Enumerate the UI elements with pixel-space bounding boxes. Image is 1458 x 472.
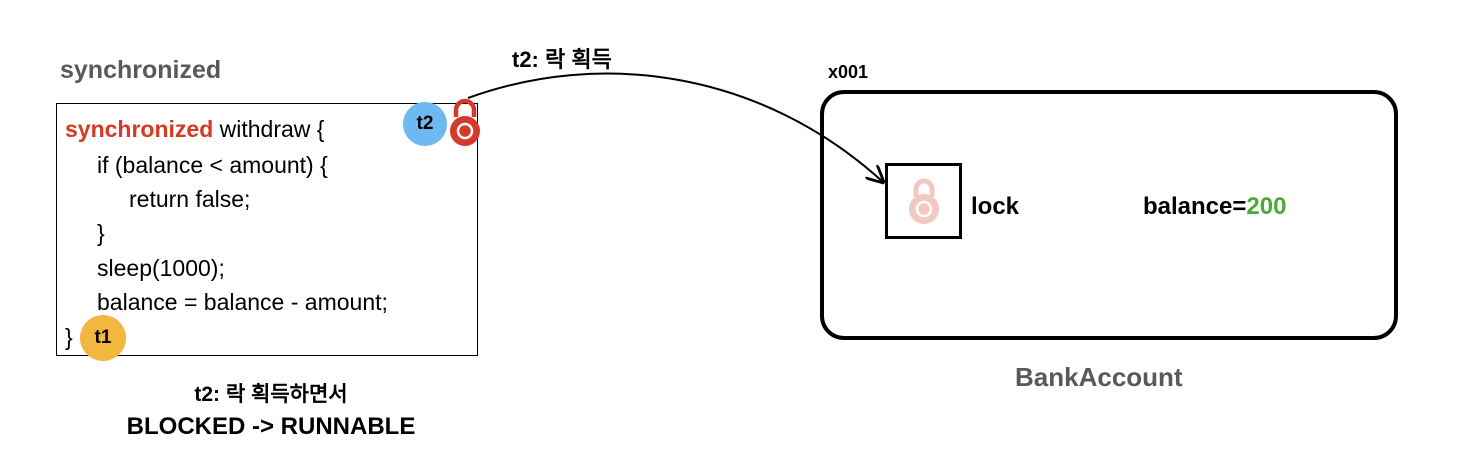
- balance-value: 200: [1246, 193, 1287, 220]
- object-name: BankAccount: [1015, 362, 1183, 392]
- bank-account-object: [820, 90, 1398, 340]
- balance-label: balance=: [1143, 193, 1247, 220]
- code-line-3: return false;: [129, 186, 251, 212]
- lock-slot: [885, 163, 962, 239]
- thread-t2-badge: t2: [403, 102, 447, 146]
- code-line-4: }: [97, 220, 105, 246]
- code-line-5: sleep(1000);: [97, 255, 225, 281]
- code-line-1: synchronized withdraw {: [65, 116, 324, 142]
- arrow-label: t2: 락 획득: [512, 47, 612, 72]
- padlock-icon: [909, 178, 939, 224]
- code-line-1-text: withdraw {: [213, 116, 325, 142]
- balance-field: balance=200: [1143, 193, 1286, 221]
- code-block: synchronized withdraw { if (balance < am…: [56, 103, 478, 356]
- code-line-6: balance = balance - amount;: [97, 289, 388, 315]
- code-line-7: }: [65, 324, 73, 350]
- section-title: synchronized: [60, 56, 222, 84]
- thread-t1-badge: t1: [80, 315, 126, 361]
- code-keyword: synchronized: [65, 116, 214, 142]
- code-line-2: if (balance < amount) {: [97, 152, 328, 178]
- lock-label: lock: [971, 193, 1020, 220]
- state-note-line-1: t2: 락 획득하면서: [194, 383, 348, 406]
- state-note-line-2: BLOCKED -> RUNNABLE: [126, 413, 416, 440]
- object-id: x001: [828, 62, 869, 82]
